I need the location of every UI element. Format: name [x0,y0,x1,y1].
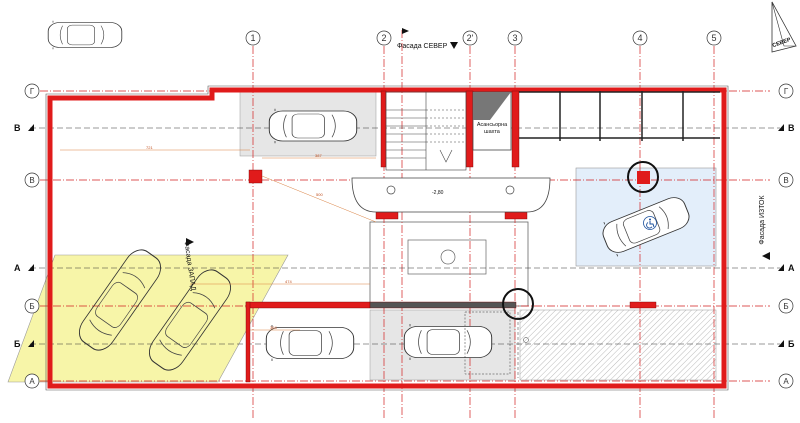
row-left-V: В [29,176,34,185]
car-bottom-left [265,324,355,362]
column-bubbles [245,30,722,46]
grid-col-1: 1 [250,33,255,43]
section-left-V: В [14,123,21,133]
car-reference [47,20,123,50]
misc-details [464,311,529,378]
row-bubbles-right [778,83,794,389]
section-right-A: А [788,263,795,273]
dim-474: 474 [285,279,292,284]
section-left-A: А [14,263,21,273]
grid-col-2: 2 [381,33,386,43]
row-left-G: Г [30,87,35,96]
callout-circle-column [627,161,659,193]
wheelchair-icon [643,216,657,230]
facade-north-label: Фасада СЕВЕР [397,43,448,50]
dim-500: 500 [316,192,323,197]
section-marker-triangles [28,124,784,347]
hatched-area [519,309,717,381]
grid-col-2prime: 2' [467,33,474,43]
storage-cells [519,91,720,141]
car-bottom-center [403,323,493,361]
car-top-bay [268,108,358,144]
row-right-A: А [783,377,789,386]
facade-north-arrow [450,42,458,49]
interior-walls [245,90,657,383]
row-left-B: Б [29,302,34,311]
row-left-A: А [29,377,35,386]
grid-col-3: 3 [512,33,517,43]
ramp-circle [440,249,456,265]
elevator-label-line1: Асансьорна [477,122,508,128]
elevator-label-line2: шахта [484,129,501,135]
ramp-inner [407,239,487,275]
dimension-lines [60,149,377,331]
svg-text:Фасада ИЗТОК: Фасада ИЗТОК [759,195,766,245]
yellow-parking-zone [7,254,289,383]
section-left-B: Б [14,339,21,349]
elevator-shaft-shade [473,92,511,120]
section-right-V: В [788,123,795,133]
dim-721: 721 [146,145,153,150]
grid-col-5: 5 [711,33,716,43]
section-right-B: Б [788,339,795,349]
facade-north-flag [402,28,409,34]
facade-east-group: Фасада ИЗТОК [759,195,766,245]
row-right-G: Г [784,87,789,96]
lobby-outline [351,177,551,213]
row-right-V: В [783,176,788,185]
column-highlight [637,171,650,184]
outer-wall [47,87,727,389]
grid-col-4: 4 [637,33,642,43]
staircase [385,91,467,171]
dim-387: 387 [315,153,322,158]
level-mark: -2,80 [432,190,444,196]
facade-west-arrow [186,238,194,246]
row-bubbles-left [24,83,40,389]
facade-east-arrow [762,252,770,260]
dim-364: 364 [270,325,277,330]
row-right-B: Б [783,302,788,311]
north-badge [771,1,797,53]
